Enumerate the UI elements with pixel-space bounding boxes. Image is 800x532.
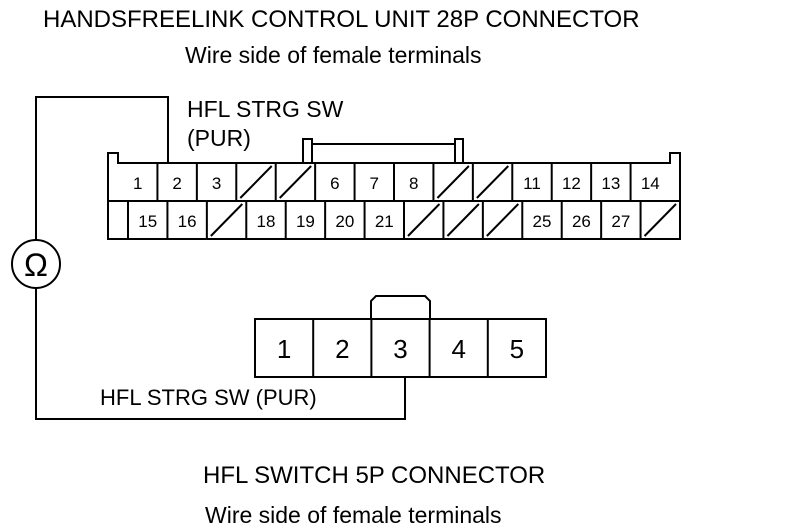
connector-5p-title: HFL SWITCH 5P CONNECTOR [203, 462, 546, 489]
terminal-number: 1 [133, 174, 142, 193]
bottom-row-terminal: 18 [245, 201, 276, 239]
top-row-terminal: 7 [353, 163, 379, 201]
ohmmeter-icon [11, 239, 61, 289]
terminal-number: 16 [178, 212, 197, 231]
bottom-row-terminal [403, 201, 441, 239]
terminal-number: 11 [523, 174, 541, 193]
empty-cavity-slash [210, 203, 243, 237]
connector-5p-terminal: 1 [277, 334, 291, 364]
terminal-number: 13 [601, 174, 620, 193]
bottom-row-terminal: 21 [363, 201, 394, 239]
connector-5p-housing [254, 318, 547, 378]
ohm-symbol: Ω [24, 247, 48, 283]
empty-cavity-slash [279, 165, 312, 199]
bottom-row-terminal: 27 [600, 201, 630, 239]
top-row-terminal [274, 163, 312, 201]
connector-5p-subtitle: Wire side of female terminals [205, 502, 502, 528]
empty-cavity-slash [643, 203, 677, 237]
terminal-number: 8 [409, 174, 418, 193]
bottom-row-terminal [205, 201, 243, 239]
terminal-number: 12 [562, 174, 581, 193]
empty-cavity-slash [407, 203, 441, 237]
terminal-number: 3 [212, 174, 221, 193]
top-row-terminal: 12 [550, 163, 581, 201]
probe-wire [35, 96, 406, 420]
empty-cavity-slash [476, 165, 509, 199]
top-row-terminal [432, 163, 470, 201]
terminal-number: 3 [393, 334, 407, 364]
top-row-terminal: 1 [133, 174, 142, 193]
top-row-terminal: 14 [629, 163, 660, 201]
top-row-terminal: 6 [314, 163, 340, 201]
top-row-terminal [471, 163, 509, 201]
terminal-number: 4 [451, 334, 465, 364]
terminal-number: 27 [611, 212, 630, 231]
wire-label-28p-line2: (PUR) [187, 125, 251, 151]
empty-cavity-slash [486, 203, 519, 237]
terminal-number: 19 [296, 212, 315, 231]
terminal-number: 20 [335, 212, 354, 231]
wire-label-28p-line1: HFL STRG SW [187, 96, 344, 122]
top-row-terminal: 8 [393, 163, 418, 201]
terminal-number: 25 [533, 212, 552, 231]
connector-5p-terminal: 5 [486, 319, 524, 377]
empty-cavity-slash [436, 165, 470, 199]
bottom-row-terminal [442, 201, 480, 239]
terminal-number: 18 [257, 212, 276, 231]
terminal-number: 5 [510, 334, 524, 364]
empty-cavity-slash [239, 165, 273, 199]
terminal-number: 21 [375, 212, 394, 231]
top-row-terminal: 13 [590, 163, 620, 201]
connector-28p-housing [107, 152, 681, 240]
top-row-terminal [235, 163, 273, 201]
top-row-terminal: 2 [156, 163, 182, 201]
terminal-number: 2 [335, 334, 349, 364]
connector-5p-terminals: 1 2 3 4 5 [277, 319, 524, 377]
connector-28p-subtitle: Wire side of female terminals [185, 42, 482, 68]
empty-cavity-slash [446, 203, 480, 237]
bottom-row-terminal: 15 [127, 201, 157, 239]
terminal-number: 2 [172, 174, 181, 193]
terminal-number: 6 [330, 174, 339, 193]
bottom-row-terminal [639, 201, 677, 239]
top-row-terminal: 3 [195, 163, 221, 201]
bottom-row-terminal: 25 [521, 201, 552, 239]
bottom-row-terminal [481, 201, 519, 239]
connector-5p-terminal: 4 [428, 319, 466, 377]
bottom-row-terminal: 26 [560, 201, 591, 239]
wire-label-5p: HFL STRG SW (PUR) [100, 385, 317, 410]
connector-5p-lock-tab [370, 295, 431, 319]
connector-5p-terminal: 3 [370, 319, 408, 377]
terminal-number: 14 [641, 174, 660, 193]
bottom-row-terminal: 16 [166, 201, 197, 239]
bottom-row-terminal: 20 [324, 201, 354, 239]
terminal-number: 7 [370, 174, 379, 193]
connector-28p-title: HANDSFREELINK CONTROL UNIT 28P CONNECTOR [43, 6, 640, 33]
connector-28p-lock-tab [302, 138, 464, 163]
top-row-terminal: 11 [511, 163, 541, 201]
bottom-row-terminal: 19 [284, 201, 315, 239]
terminal-number: 15 [138, 212, 157, 231]
terminal-number: 1 [277, 334, 291, 364]
connector-5p-terminal: 2 [312, 319, 350, 377]
terminal-number: 26 [572, 212, 591, 231]
